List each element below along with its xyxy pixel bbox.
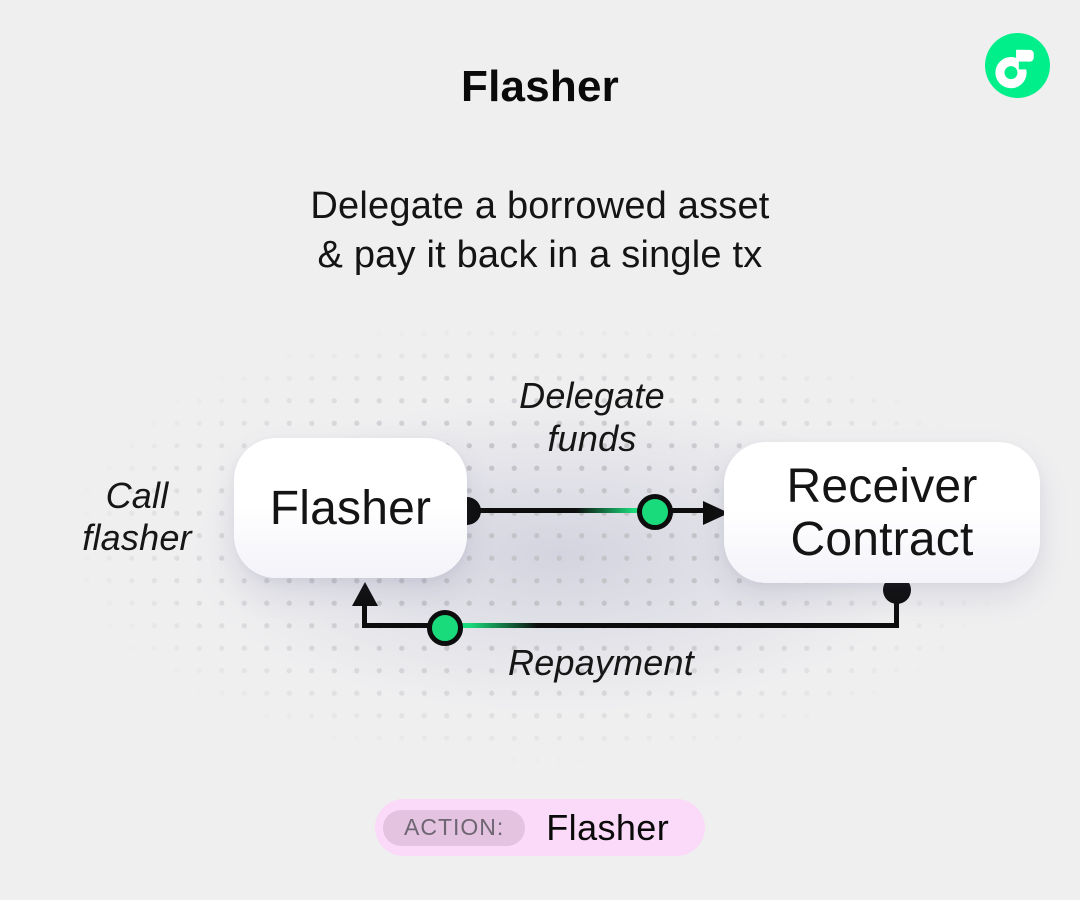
action-value: Flasher: [546, 806, 670, 848]
subtitle-line-1: Delegate a borrowed asset: [310, 185, 770, 227]
repayment-arrowhead-icon: [352, 582, 378, 606]
delegate-funds-label: Delegate funds: [519, 374, 665, 460]
delegate-funds-label-line-1: Delegate: [519, 375, 665, 416]
delegate-edge-green-trail: [576, 508, 640, 513]
call-flasher-label-line-2: flasher: [82, 517, 192, 558]
action-badge: ACTION: Flasher: [375, 799, 705, 856]
page-title: Flasher: [461, 62, 619, 111]
repayment-edge-vertical-left: [362, 603, 367, 628]
node-flasher: Flasher: [234, 438, 467, 578]
flow-logo-icon: [985, 33, 1050, 98]
node-receiver-label-line-1: Receiver: [786, 459, 978, 513]
subtitle-line-2: & pay it back in a single tx: [317, 234, 763, 276]
node-receiver-contract: Receiver Contract: [724, 442, 1040, 583]
action-label: ACTION:: [404, 814, 505, 840]
node-receiver-label-line-2: Contract: [790, 512, 974, 566]
repayment-edge-pulse-dot: [427, 610, 463, 646]
repayment-edge-green-trail: [462, 623, 538, 628]
delegate-funds-label-line-2: funds: [547, 418, 637, 459]
repayment-label: Repayment: [508, 642, 694, 683]
action-label-pill: ACTION:: [383, 809, 526, 846]
call-flasher-label: Call flasher: [82, 475, 191, 559]
page-subtitle: Delegate a borrowed asset & pay it back …: [0, 182, 1080, 280]
repayment-edge-horizontal: [363, 623, 899, 628]
call-flasher-label-line-1: Call: [105, 475, 169, 516]
node-flasher-label: Flasher: [269, 481, 432, 535]
repayment-edge-vertical-right: [894, 588, 899, 628]
delegate-edge-pulse-dot: [637, 494, 673, 530]
